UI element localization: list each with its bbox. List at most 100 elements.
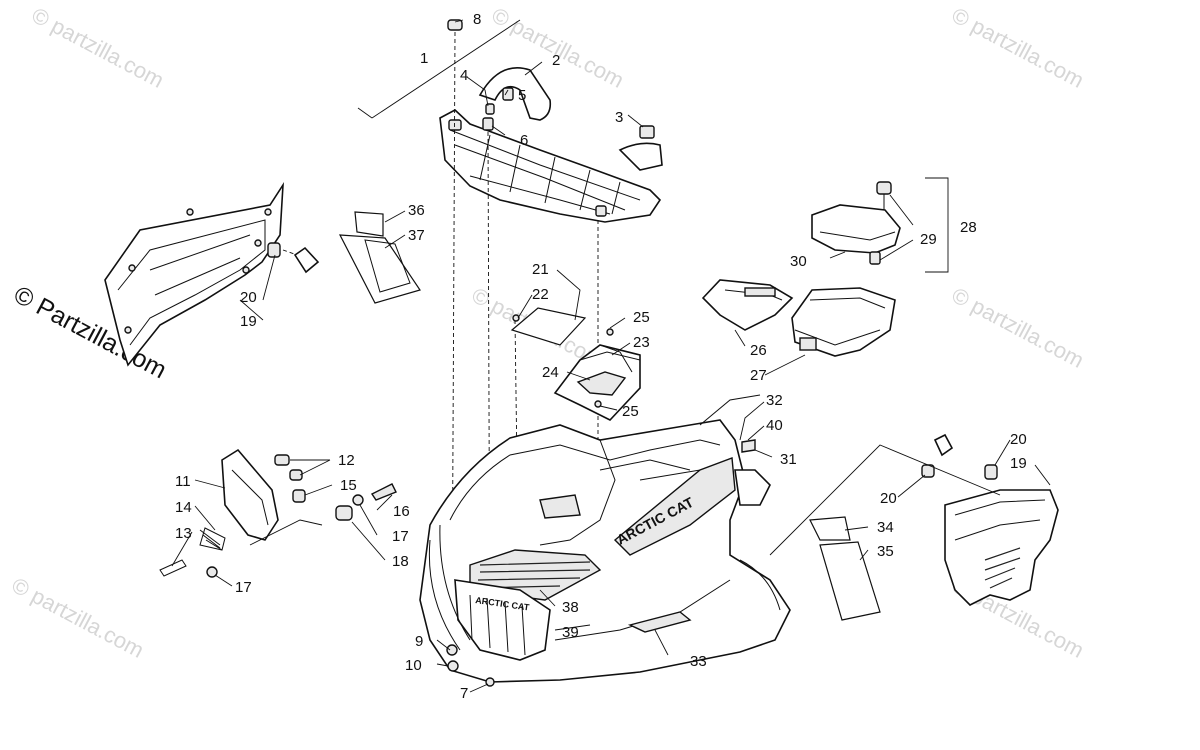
bracket-28 (925, 177, 949, 273)
decals-left (338, 211, 421, 304)
callout-21: 21 (532, 261, 549, 278)
watermark-text: © partzilla.com (8, 572, 148, 663)
callout-37: 37 (408, 227, 425, 244)
screw-13 (159, 559, 187, 577)
console-parts (510, 307, 641, 421)
rack-side-bracket (618, 142, 663, 171)
callout-2: 2 (552, 52, 560, 69)
callout-31: 31 (780, 451, 797, 468)
headlight-11 (221, 448, 279, 541)
callout-4: 4 (460, 67, 468, 84)
front-rack (439, 109, 662, 223)
rack-assembly (357, 19, 663, 681)
nut-3 (639, 125, 655, 139)
callout-3: 3 (615, 109, 623, 126)
bulb-12b (289, 469, 303, 481)
screw-25 (606, 328, 614, 336)
screw-5 (502, 87, 514, 101)
rack-mount-bolt (448, 119, 462, 131)
callout-33: 33 (690, 653, 707, 670)
tray-slot (744, 287, 776, 297)
callout-5: 5 (518, 87, 526, 104)
watermark-text: © partzilla.com (948, 282, 1088, 373)
leader-lines (171, 19, 1051, 693)
socket-15 (292, 489, 306, 503)
screw-25b (594, 400, 602, 408)
washer-9 (446, 644, 458, 656)
left-side-panel (104, 182, 320, 367)
decal-37 (338, 234, 421, 304)
callout-12: 12 (338, 452, 355, 469)
rack-assembly-bracket (357, 19, 521, 119)
callout-34: 34 (877, 519, 894, 536)
side-panel-19 (104, 182, 284, 367)
callout-24: 24 (542, 364, 559, 381)
bolt-8 (447, 19, 463, 31)
watermark-text: © partzilla.com (948, 2, 1088, 93)
storage-assembly (701, 177, 949, 357)
side-panel-19b (944, 489, 1059, 606)
callout-40: 40 (766, 417, 783, 434)
latch-29 (876, 181, 892, 195)
callout-20-tertiary: 20 (880, 490, 897, 507)
decal-36 (354, 211, 384, 237)
washer-4 (485, 103, 495, 115)
clip-31 (741, 439, 756, 453)
callout-labels: 1 2 3 4 5 6 7 8 9 10 11 12 13 14 15 16 1… (175, 11, 1027, 702)
grommet-18 (335, 505, 353, 521)
callout-9: 9 (415, 633, 423, 650)
watermark-text: © partzilla.com (28, 2, 168, 93)
callout-1: 1 (420, 50, 428, 67)
washer-17 (352, 494, 364, 506)
grommet-20b (984, 464, 998, 480)
callout-22: 22 (532, 286, 549, 303)
nut-10 (447, 660, 459, 672)
right-side-panel (769, 433, 1059, 606)
callout-27: 27 (750, 367, 767, 384)
rack-mount-nut (595, 205, 607, 217)
brand-decal (613, 457, 736, 556)
callout-17-secondary: 17 (392, 528, 409, 545)
callout-19: 19 (240, 313, 257, 330)
callout-25: 25 (633, 309, 650, 326)
fender-recess (539, 494, 581, 519)
callout-14: 14 (175, 499, 192, 516)
callout-6: 6 (520, 132, 528, 149)
nut-6 (482, 117, 494, 131)
bolt-16 (370, 483, 397, 501)
callout-38: 38 (562, 599, 579, 616)
callout-20: 20 (240, 289, 257, 306)
callout-39: 39 (562, 624, 579, 641)
push-rivet-b (933, 433, 954, 457)
callout-16: 16 (393, 503, 410, 520)
headlight-assembly (159, 448, 397, 578)
cover-opening (576, 371, 627, 396)
front-fender: ARCTIC CAT ARCTIC CAT (419, 394, 791, 687)
screw-22 (512, 314, 520, 322)
callout-28: 28 (960, 219, 977, 236)
storage-lid-30 (811, 204, 901, 254)
callout-30: 30 (790, 253, 807, 270)
callout-23: 23 (633, 334, 650, 351)
box-latch (799, 337, 817, 351)
grommet-20 (267, 242, 281, 258)
decal-22 (510, 307, 587, 346)
push-rivet (293, 246, 320, 274)
callout-20-secondary: 20 (1010, 431, 1027, 448)
callout-29: 29 (920, 231, 937, 248)
bulb-12 (274, 454, 290, 466)
decals-right (809, 516, 881, 621)
callout-17: 17 (235, 579, 252, 596)
bracket-31 (734, 469, 771, 506)
latch-pin-29 (869, 251, 881, 265)
decal-35 (819, 541, 881, 621)
callout-15: 15 (340, 477, 357, 494)
callout-8: 8 (473, 11, 481, 28)
callout-36: 36 (408, 202, 425, 219)
callout-18: 18 (392, 553, 409, 570)
reflector-33 (627, 611, 692, 633)
callout-25-secondary: 25 (622, 403, 639, 420)
callout-32: 32 (766, 392, 783, 409)
callout-26: 26 (750, 342, 767, 359)
